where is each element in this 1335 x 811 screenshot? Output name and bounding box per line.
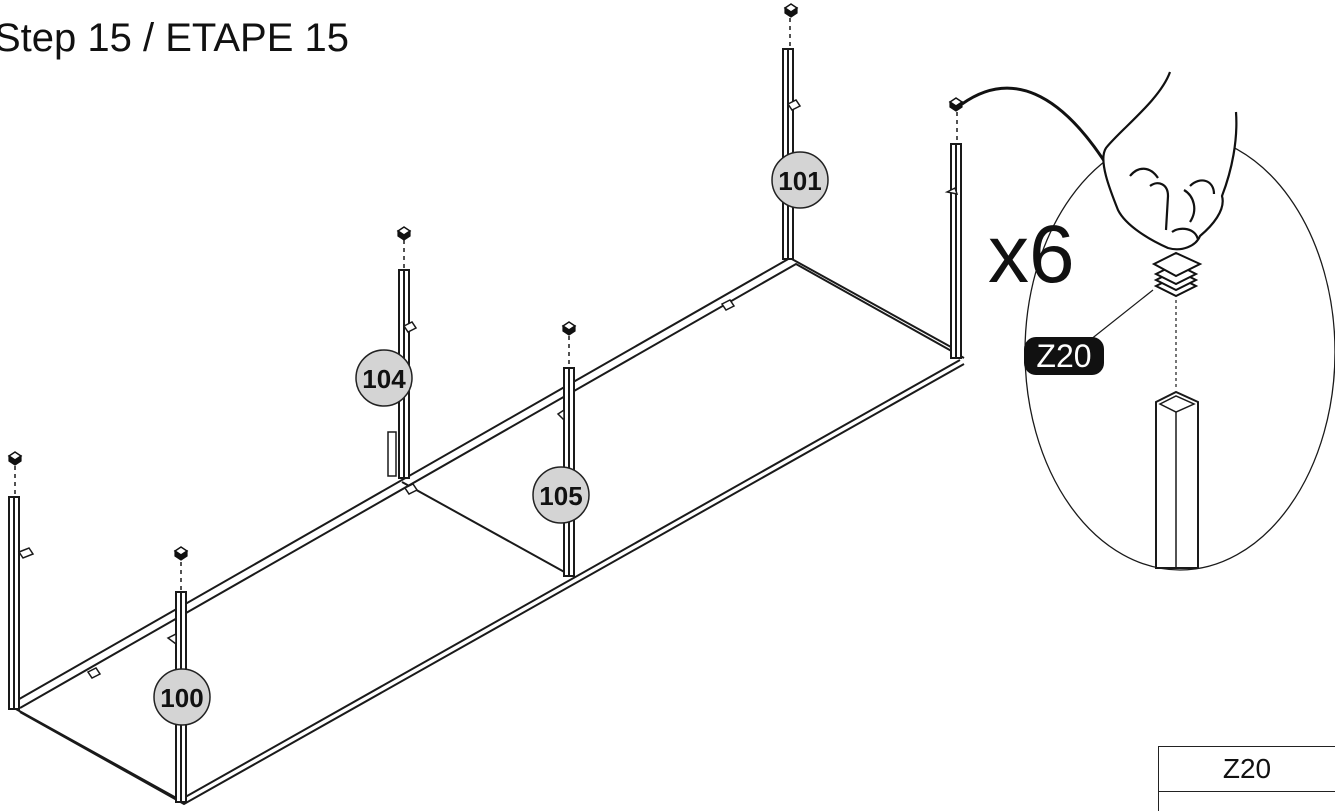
part-label-100: 100 [153, 668, 211, 726]
parts-table-header: Z20 [1159, 747, 1335, 792]
part-label-101: 101 [771, 151, 829, 209]
quantity-callout: x6 [988, 209, 1075, 300]
foot-cap-guides [14, 18, 958, 590]
part-label-104-text: 104 [362, 364, 406, 394]
step-title: Step 15 / ETAPE 15 [0, 16, 350, 60]
detail-leader-curve [961, 86, 1112, 171]
part-code-tag-text: Z20 [1036, 338, 1091, 374]
part-label-105-text: 105 [539, 481, 582, 511]
parts-table: Z20 [1158, 746, 1335, 811]
part-code-tag: Z20 [1024, 337, 1104, 375]
detail-bubble [1024, 133, 1335, 571]
square-foot-cap-icon [8, 3, 963, 561]
part-label-101-text: 101 [778, 166, 821, 196]
hand-pressing-icon [1102, 71, 1238, 251]
part-label-105: 105 [532, 466, 590, 524]
frame-bottom-rails [13, 256, 965, 806]
part-label-100-text: 100 [160, 683, 203, 713]
frame-brackets [17, 99, 959, 679]
part-label-104: 104 [355, 349, 413, 407]
